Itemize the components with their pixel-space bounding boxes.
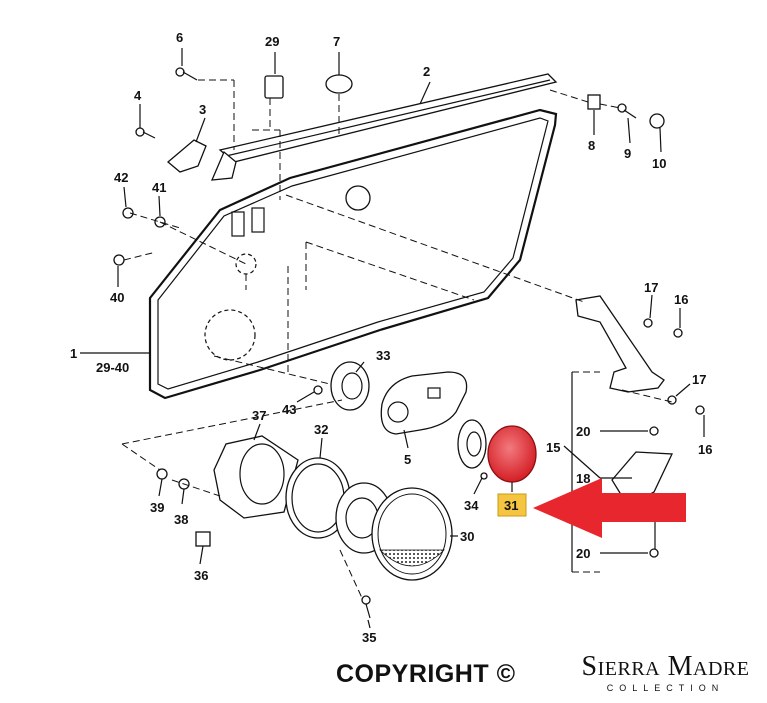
screw-43 [313, 385, 323, 395]
callout-4: 4 [134, 88, 142, 103]
brand-name: Sierra Madre [581, 651, 750, 682]
callout-30: 30 [460, 529, 474, 544]
callout-36: 36 [194, 568, 208, 583]
callout-15: 15 [546, 440, 560, 455]
callout-7: 7 [333, 34, 340, 49]
speaker-ring-34 [457, 419, 487, 469]
callout-16-top: 16 [674, 292, 688, 307]
callout-8: 8 [588, 138, 595, 153]
callout-6: 6 [176, 30, 183, 45]
callout-33: 33 [376, 348, 390, 363]
screw-34 [480, 472, 488, 480]
callout-9: 9 [624, 146, 631, 161]
callout-35: 35 [362, 630, 376, 645]
nut-39 [156, 468, 168, 480]
copyright-notice: COPYRIGHT © [336, 660, 516, 688]
clip-42 [122, 207, 134, 219]
callout-20-top: 20 [576, 424, 590, 439]
leader-lines [80, 48, 705, 629]
callout-29: 29 [265, 34, 279, 49]
screw-6 [175, 67, 198, 81]
callout-17-bottom: 17 [692, 372, 706, 387]
callout-34: 34 [464, 498, 479, 513]
callout-43: 43 [282, 402, 296, 417]
speaker-gasket-32 [285, 457, 351, 539]
speaker-grille-30 [371, 487, 453, 581]
pull-handle-bracket [575, 295, 705, 415]
brand-logo: Sierra Madre COLLECTION [568, 652, 763, 694]
speaker-housing-37 [213, 435, 299, 519]
top-rail-trim [210, 73, 558, 181]
escutcheon-plate [380, 371, 468, 435]
lens-31-highlighted [487, 425, 537, 483]
callout-5: 5 [404, 452, 411, 467]
part-31-badge [497, 493, 527, 517]
callout-1: 1 [70, 346, 77, 361]
screw-9 [617, 103, 637, 119]
highlight-arrow [533, 478, 686, 538]
cap-10 [649, 113, 665, 129]
brand-subtitle: COLLECTION [606, 683, 725, 693]
callout-37: 37 [252, 408, 266, 423]
callout-20-bottom: 20 [576, 546, 590, 561]
callout-16-bottom: 16 [698, 442, 712, 457]
callout-38: 38 [174, 512, 188, 527]
screw-4 [135, 127, 156, 139]
callout-2: 2 [423, 64, 430, 79]
armrest-pad [166, 139, 207, 173]
callout-31: 31 [504, 498, 518, 513]
clip-40 [113, 254, 125, 266]
callout-3: 3 [199, 102, 206, 117]
callout-17-top: 17 [644, 280, 658, 295]
callout-labels: 6 29 7 2 4 3 8 9 10 42 41 40 17 16 1 29-… [70, 30, 712, 645]
callout-42: 42 [114, 170, 128, 185]
clip-36 [195, 531, 211, 547]
callout-40: 40 [110, 290, 124, 305]
door-trim-panel [148, 108, 558, 400]
callout-10: 10 [652, 156, 666, 171]
screw-35 [361, 595, 371, 619]
callout-18: 18 [576, 471, 590, 486]
nut-8 [587, 94, 601, 110]
speaker-cover-33 [330, 361, 370, 411]
callout-29-40: 29-40 [96, 360, 129, 375]
clip-29 [264, 75, 284, 99]
footer: COPYRIGHT © Sierra Madre COLLECTION [0, 652, 767, 703]
callout-39: 39 [150, 500, 164, 515]
callout-32: 32 [314, 422, 328, 437]
callout-41: 41 [152, 180, 166, 195]
cap-7 [325, 74, 353, 94]
